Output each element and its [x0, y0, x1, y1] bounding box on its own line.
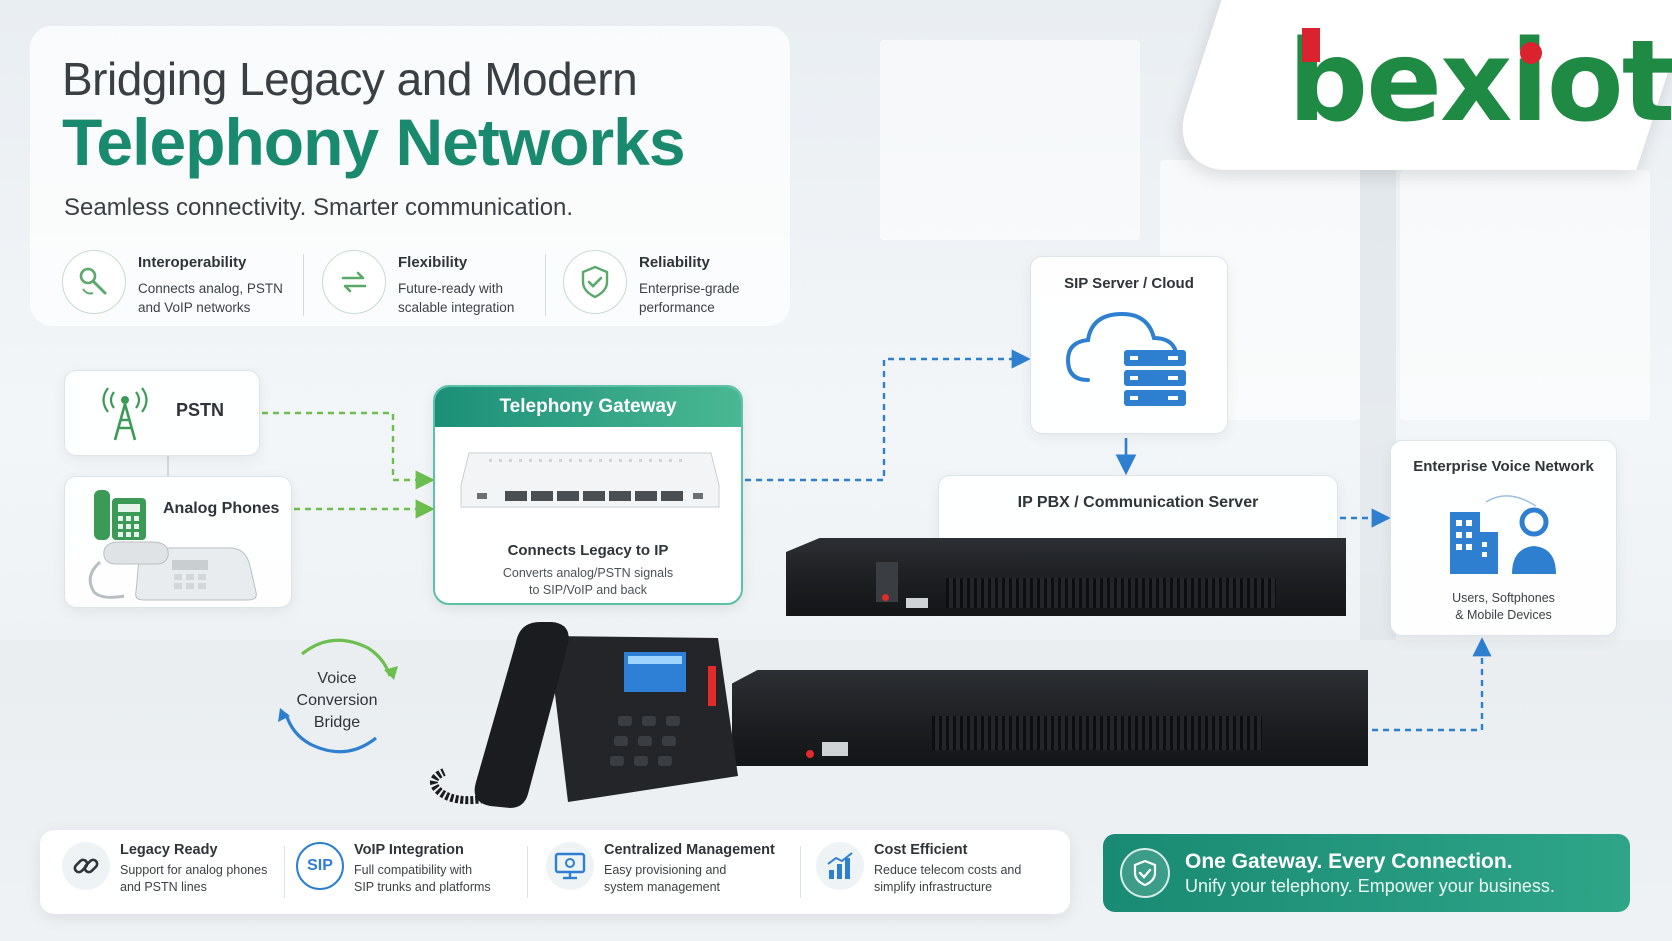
analog-phone-image	[88, 541, 257, 601]
title-line-1: Bridging Legacy and Modern	[62, 53, 638, 105]
logo-accent	[1520, 42, 1542, 64]
feature-title: Flexibility	[398, 254, 468, 271]
bridge-label: Bridge	[313, 714, 361, 731]
benefit-desc: system management	[604, 880, 721, 894]
bridge-label: Conversion	[296, 692, 378, 709]
server-vent	[932, 716, 1262, 750]
feature-interoperability: Interoperability Connects analog, PSTN an…	[62, 250, 288, 317]
usb-port	[822, 742, 848, 756]
office-users-icon	[1450, 495, 1556, 574]
benefit-centralized-management: Centralized Management Easy provisioning…	[546, 842, 775, 896]
header-panel	[30, 26, 790, 326]
divider	[527, 846, 528, 898]
sip-server-label: SIP Server / Cloud	[1064, 275, 1194, 292]
gateway-desc: to SIP/VoIP and back	[529, 583, 647, 597]
benefit-desc: SIP trunks and platforms	[354, 880, 491, 894]
benefit-desc: Reduce telecom costs and	[874, 863, 1022, 877]
gateway-header: Telephony Gateway	[435, 387, 741, 427]
gateway-desc: Converts analog/PSTN signals	[502, 566, 674, 580]
ip-pbx-label: IP PBX / Communication Server	[1017, 494, 1259, 511]
background-window	[880, 40, 1140, 240]
usb-port	[906, 598, 928, 608]
divider	[800, 846, 801, 898]
divider	[545, 254, 546, 316]
telephony-gateway-card[interactable]: Telephony Gateway Connects Legacy to IP …	[433, 385, 743, 605]
benefit-title: Centralized Management	[604, 842, 775, 858]
title-line-2: Telephony Networks	[62, 105, 686, 179]
feature-flexibility: Flexibility Future-ready with scalable in…	[322, 250, 548, 317]
feature-desc: Connects analog, PSTN	[138, 281, 283, 296]
enterprise-voice-card[interactable]	[1390, 440, 1617, 636]
bridge-label: Voice	[317, 670, 357, 687]
benefit-cost-efficient: Cost Efficient Reduce telecom costs and s…	[816, 842, 1021, 896]
conversion-arrows-icon	[278, 638, 398, 754]
benefit-legacy-ready: Legacy Ready Support for analog phones an…	[62, 842, 267, 896]
enterprise-desc: Users, Softphones	[1452, 591, 1555, 605]
pstn-card[interactable]	[64, 370, 260, 456]
feature-title: Interoperability	[138, 254, 247, 271]
enterprise-desc: & Mobile Devices	[1455, 608, 1552, 622]
benefit-desc: Full compatibility with	[354, 863, 473, 877]
analog-phones-label: Analog Phones	[163, 500, 280, 517]
shield-check-icon	[563, 250, 627, 314]
benefit-title: Cost Efficient	[874, 842, 968, 858]
divider	[303, 254, 304, 316]
benefit-desc: and PSTN lines	[120, 880, 207, 894]
gateway-device-image	[460, 452, 720, 508]
antenna-tower-icon	[102, 387, 148, 441]
server-led	[806, 750, 814, 758]
benefit-desc: Support for analog phones	[120, 863, 268, 877]
feature-desc: performance	[639, 300, 715, 315]
gateway-to-sip-line	[745, 349, 1031, 482]
brand-logo: bexiot	[1288, 17, 1672, 147]
cloud-server-icon	[1065, 311, 1186, 406]
background-window	[1400, 170, 1650, 420]
gateway-title: Connects Legacy to IP	[507, 542, 669, 559]
link-search-icon	[62, 250, 126, 314]
ip-desk-phone-image	[430, 622, 738, 808]
cta-title: One Gateway. Every Connection.	[1185, 850, 1513, 873]
sip-icon: SIP	[296, 842, 344, 890]
feature-desc: scalable integration	[398, 300, 515, 315]
benefit-title: VoIP Integration	[354, 842, 464, 858]
pbx-server-image	[786, 538, 1346, 616]
benefit-desc: Easy provisioning and	[604, 863, 727, 877]
server-vent	[946, 578, 1276, 608]
divider	[284, 846, 285, 898]
chain-link-icon	[62, 842, 110, 890]
feature-desc: and VoIP networks	[138, 300, 251, 315]
feature-title: Reliability	[639, 254, 710, 271]
benefit-voip-integration: SIP VoIP Integration Full compatibility …	[296, 842, 491, 896]
sip-icon-text: SIP	[307, 857, 333, 874]
cta-subtitle: Unify your telephony. Empower your busin…	[1185, 876, 1555, 896]
feature-desc: Enterprise-grade	[639, 281, 740, 296]
feature-reliability: Reliability Enterprise-grade performance	[563, 250, 789, 317]
shield-check-icon	[1120, 848, 1170, 898]
tagline: Seamless connectivity. Smarter communica…	[64, 194, 574, 221]
logo-accent	[1302, 28, 1320, 62]
benefit-title: Legacy Ready	[120, 842, 218, 858]
feature-desc: Future-ready with	[398, 281, 504, 296]
server-port	[876, 562, 898, 602]
server-led	[882, 594, 889, 601]
swap-arrows-icon	[322, 250, 386, 314]
desk-phone-icon	[94, 490, 146, 540]
benefit-desc: simplify infrastructure	[874, 880, 993, 894]
pstn-to-gateway-line	[262, 411, 435, 490]
enterprise-label: Enterprise Voice Network	[1413, 458, 1594, 475]
monitor-settings-icon	[546, 842, 594, 890]
cta-banner[interactable]	[1103, 834, 1630, 912]
bar-chart-icon	[816, 842, 864, 890]
gateway-server-image	[732, 670, 1368, 766]
pstn-label: PSTN	[176, 400, 225, 420]
